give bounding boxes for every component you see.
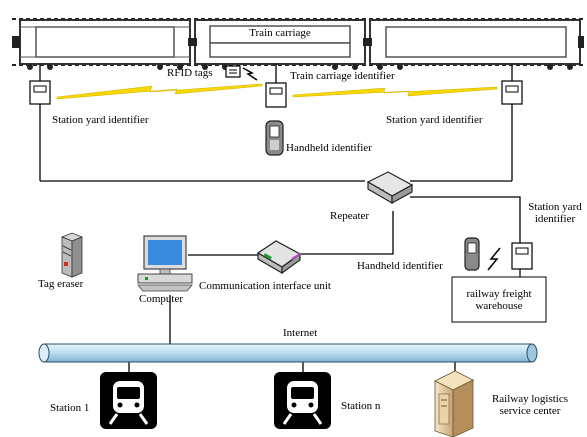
connection-lines (39, 64, 521, 372)
repeater-label: Repeater (330, 210, 370, 222)
repeater-icon (366, 171, 414, 205)
computer-icon (137, 235, 193, 292)
station-yard-identifier-left-label: Station yard identifier (52, 114, 149, 126)
rfid-tag-icon (225, 65, 241, 78)
train-carriage-identifier-label: Train carriage identifier (290, 70, 395, 82)
handheld-identifier-warehouse-label: Handheld identifier (357, 260, 443, 272)
train-carriage-label: Train carriage (249, 27, 311, 39)
station-yard-identifier-warehouse-label: Station yard identifier (528, 201, 582, 225)
train-station-icon (100, 372, 157, 429)
tag-eraser-label: Tag eraser (38, 278, 84, 290)
identifier-reader-icon (29, 80, 51, 105)
tag-eraser-icon (60, 232, 84, 278)
railway-logistics-service-center-label: Railway logistics service center (491, 393, 569, 417)
lightning-icon (242, 67, 258, 81)
rfid-tags-label: RFID tags (167, 67, 213, 79)
handheld-device-icon (265, 120, 284, 156)
server-icon (434, 370, 474, 437)
handheld-device-icon (464, 237, 480, 271)
railway-freight-warehouse-label: railway freight warehouse (466, 288, 532, 312)
lightning-icon (487, 247, 501, 271)
internet-pipe-icon (38, 343, 538, 363)
train-carriage-icon (12, 18, 584, 70)
computer-label: Computer (139, 293, 183, 305)
warehouse-box (451, 276, 547, 323)
train-station-icon (274, 372, 331, 429)
identifier-reader-icon (265, 82, 287, 108)
station-1-label: Station 1 (50, 402, 90, 414)
identifier-reader-icon (501, 80, 523, 105)
station-yard-identifier-right-label: Station yard identifier (386, 114, 483, 126)
communication-interface-unit-label: Communication interface unit (199, 280, 331, 292)
communication-interface-icon (256, 240, 302, 275)
station-n-label: Station n (341, 400, 381, 412)
lightning-icon (56, 83, 498, 100)
internet-label: Internet (283, 327, 318, 339)
handheld-identifier-top-label: Handheld identifier (286, 142, 372, 154)
identifier-reader-icon (511, 242, 533, 270)
